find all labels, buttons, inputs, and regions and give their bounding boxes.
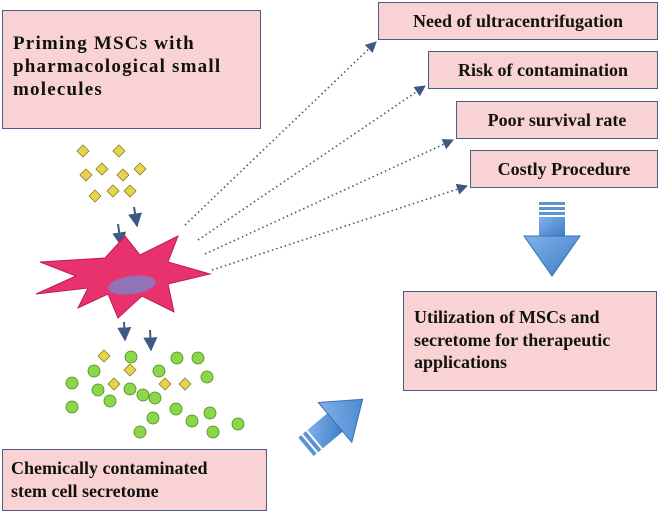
diamond-icon (107, 377, 121, 391)
circle-icon (87, 364, 101, 378)
circle-icon (185, 414, 199, 428)
diamond-icon (123, 184, 137, 198)
diamond-icon (116, 168, 130, 182)
circle-icon (148, 391, 162, 405)
circle-icon (152, 364, 166, 378)
diamond-icon (88, 189, 102, 203)
diamond-icon (97, 349, 111, 363)
circle-icon (231, 417, 245, 431)
circle-icon (133, 425, 147, 439)
circle-icon (191, 351, 205, 365)
circle-icon (169, 402, 183, 416)
need-ultracentrifugation-box: Need of ultracentrifugation (378, 2, 658, 40)
star-cell-icon (35, 234, 212, 319)
circle-icon (65, 376, 79, 390)
arrow-to-survival (204, 139, 455, 255)
arrow-to-risk (197, 85, 426, 241)
small-molecules-bottom (97, 349, 192, 391)
chemically-line-1: Chemically contaminated (11, 458, 208, 478)
circle-icon (124, 350, 138, 364)
diagonal-block-arrow (298, 398, 364, 457)
circle-icon (136, 388, 150, 402)
small-arrows-out (117, 321, 158, 352)
diamond-icon (158, 377, 172, 391)
circle-icon (123, 382, 137, 396)
priming-line-3: molecules (13, 78, 103, 100)
circle-icon (103, 394, 117, 408)
diamond-icon (133, 162, 147, 176)
arrow-to-costly (211, 183, 469, 271)
poor-survival-box: Poor survival rate (456, 101, 658, 139)
diamond-icon (112, 144, 126, 158)
circle-icon (170, 351, 184, 365)
circle-icon (91, 383, 105, 397)
diamond-icon (123, 363, 137, 377)
circle-icon (146, 411, 160, 425)
chemically-contaminated-box: Chemically contaminated stem cell secret… (2, 449, 267, 511)
utilization-box: Utilization of MSCs and secretome for th… (403, 291, 657, 391)
costly-procedure-box: Costly Procedure (470, 150, 658, 188)
nucleus (108, 275, 156, 295)
utilization-line-3: applications (414, 352, 508, 372)
circle-icon (200, 370, 214, 384)
priming-line-2: pharmacological small (13, 55, 222, 77)
down-block-arrow (523, 202, 581, 277)
circle-icon (203, 406, 217, 420)
utilization-line-2: secretome for therapeutic (414, 329, 611, 350)
risk-contamination-box: Risk of contamination (428, 51, 658, 89)
dotted-arrows (184, 41, 469, 271)
utilization-line-1: Utilization of MSCs and (414, 307, 600, 327)
diamond-icon (76, 144, 90, 158)
diamond-icon (79, 168, 93, 182)
circle-icon (65, 400, 79, 414)
priming-line-1: Priming MSCs with (13, 33, 195, 54)
diamond-icon (95, 162, 109, 176)
circle-icon (206, 425, 220, 439)
priming-box: Priming MSCs with pharmacological small … (2, 10, 261, 129)
small-molecules-top (76, 144, 147, 203)
diamond-icon (178, 377, 192, 391)
secretome-particles (65, 350, 245, 439)
diamond-icon (106, 184, 120, 198)
chemically-line-2: stem cell secretome (11, 480, 159, 501)
